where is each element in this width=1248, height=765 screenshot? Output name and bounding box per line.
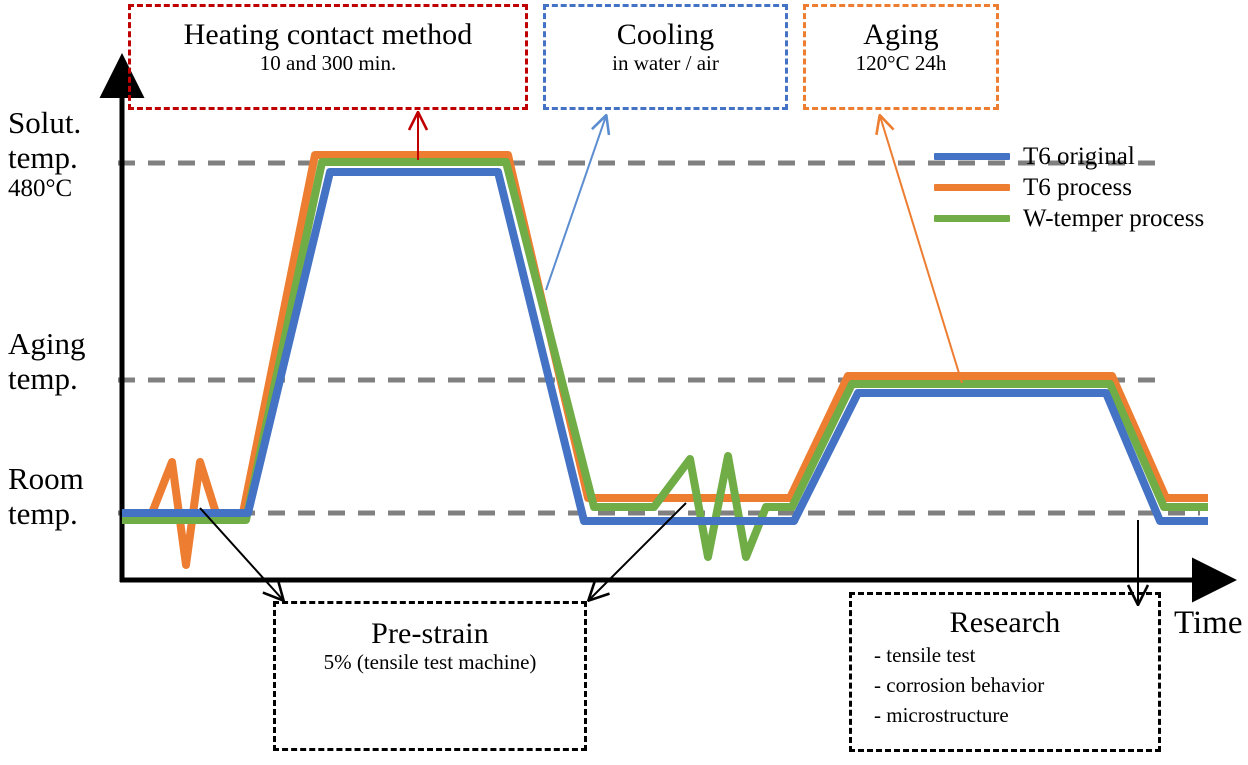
callout-prestrain-subtitle: 5% (tensile test machine) — [323, 650, 537, 675]
prestrain-callout-arrow-left — [199, 507, 283, 600]
legend-swatch-w-temper — [934, 214, 1010, 222]
callout-pre-strain[interactable]: Pre-strain 5% (tensile test machine) — [273, 601, 587, 751]
callout-cooling[interactable]: Cooling in water / air — [543, 4, 788, 110]
prestrain-callout-arrow-right — [589, 502, 687, 600]
solution-temp-value: 480°C — [8, 175, 73, 203]
callout-aging[interactable]: Aging 120°C 24h — [803, 4, 999, 110]
callout-heating-subtitle: 10 and 300 min. — [259, 51, 397, 76]
gridlines — [118, 160, 1200, 516]
legend-item-w-temper-process[interactable]: W-temper process — [934, 204, 1205, 232]
legend-item-t6-process[interactable]: T6 process — [934, 173, 1204, 201]
y-axis-label-room-temp: Room temp. — [8, 461, 84, 531]
callout-prestrain-title: Pre-strain — [371, 617, 489, 650]
chart-legend: T6 original T6 process W-temper process — [934, 142, 1205, 232]
series-w-temper-line — [122, 158, 1208, 561]
aging-callout-arrow — [880, 116, 963, 384]
legend-swatch-t6-process — [934, 183, 1010, 191]
y-axis-label-aging-temp: Aging temp. — [8, 326, 86, 396]
callout-research[interactable]: Research - tensile test - corrosion beha… — [849, 592, 1161, 752]
research-bullet-list: - tensile test - corrosion behavior - mi… — [874, 641, 1044, 730]
callout-cooling-title: Cooling — [616, 18, 715, 51]
aging-temp-line1: Aging — [8, 326, 86, 361]
solution-temp-line1: Solut. — [8, 105, 82, 140]
callout-cooling-subtitle: in water / air — [612, 51, 719, 76]
series-t6-process-line — [122, 151, 1208, 569]
callout-research-title: Research — [949, 606, 1061, 639]
room-temp-line1: Room — [8, 461, 84, 496]
legend-item-t6-original[interactable]: T6 original — [934, 142, 1204, 170]
research-bullet-item: - corrosion behavior — [874, 673, 1045, 698]
solution-temp-line2: temp. — [8, 139, 78, 175]
legend-swatch-t6-original — [934, 152, 1010, 160]
callout-heating-contact-method[interactable]: Heating contact method 10 and 300 min. — [128, 4, 528, 110]
callout-aging-subtitle: 120°C 24h — [855, 51, 947, 76]
aging-temp-line2: temp. — [8, 360, 78, 396]
legend-label-w-temper: W-temper process — [1023, 204, 1205, 232]
x-axis-label-time: Time — [1174, 605, 1243, 641]
legend-label-t6-process: T6 process — [1023, 173, 1132, 201]
research-bullet-item: - microstructure — [874, 703, 1009, 728]
research-bullet-item: - tensile test — [874, 643, 976, 668]
legend-label-t6-original: T6 original — [1023, 142, 1135, 170]
axis-lines — [99, 53, 1237, 603]
room-temp-line2: temp. — [8, 495, 78, 531]
y-axis-label-solution-temp: Solut. temp. 480°C — [8, 105, 82, 203]
cooling-callout-arrow — [545, 116, 606, 291]
callout-aging-title: Aging — [863, 18, 939, 51]
callout-heating-title: Heating contact method — [183, 18, 473, 51]
series-t6-original-line — [122, 168, 1208, 525]
